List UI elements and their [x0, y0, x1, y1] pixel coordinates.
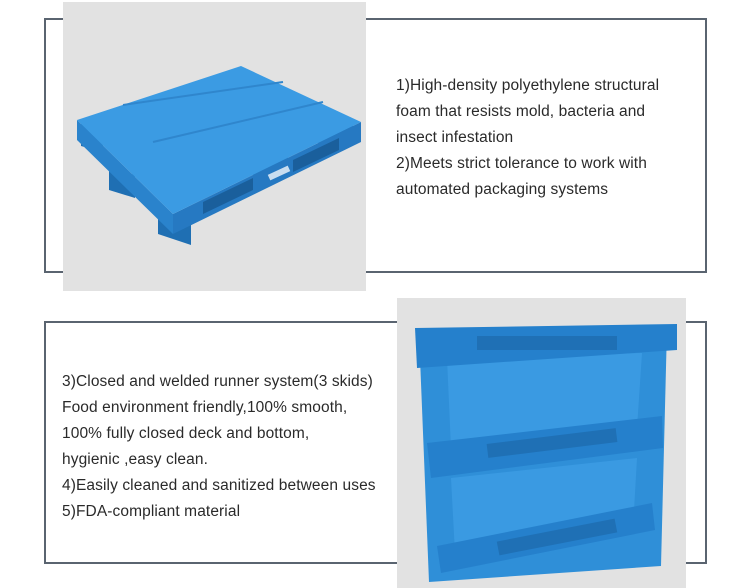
top-feature-text: 1)High-density polyethylene structural f…	[396, 73, 696, 203]
feature-line: 2)Meets strict tolerance to work with	[396, 155, 647, 172]
pallet-top-photo	[63, 2, 366, 291]
bottom-feature-text: 3)Closed and welded runner system(3 skid…	[62, 369, 392, 525]
feature-line: hygienic ,easy clean.	[62, 451, 208, 468]
feature-line: Food environment friendly,100% smooth,	[62, 399, 348, 416]
pallet-top-illustration	[77, 66, 361, 245]
feature-line: 1)High-density polyethylene structural	[396, 77, 660, 94]
feature-line: 3)Closed and welded runner system(3 skid…	[62, 373, 373, 390]
feature-line: 5)FDA-compliant material	[62, 503, 241, 520]
feature-line: insect infestation	[396, 129, 514, 146]
feature-line: 4)Easily cleaned and sanitized between u…	[62, 477, 376, 494]
feature-line: foam that resists mold, bacteria and	[396, 103, 646, 120]
feature-line: 100% fully closed deck and bottom,	[62, 425, 310, 442]
pallet-bottom-illustration	[415, 324, 677, 582]
feature-line: automated packaging systems	[396, 181, 609, 198]
pallet-bottom-photo	[397, 298, 686, 588]
